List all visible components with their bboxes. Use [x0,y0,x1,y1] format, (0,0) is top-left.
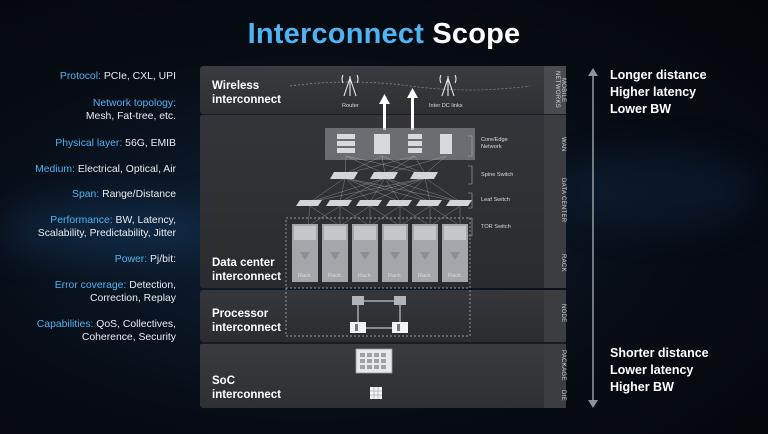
wireless-wave [289,81,531,91]
node-outline [285,288,471,337]
layer-label-wireless: Wireless interconnect [212,80,282,106]
vlabel-wan: WAN [560,136,566,152]
rack-label: Rack [358,273,371,279]
tor-switch-label: TOR Switch [481,224,511,230]
slide-title: Interconnect Scope [0,18,768,51]
core-edge-switch-icon [337,134,452,154]
die-icon [370,387,382,399]
vlabel-rack: RACK [560,254,566,272]
attr-performance-line2: Scalability, Predictability, Jitter [37,228,176,239]
rack-group-outline [285,217,471,289]
right-column [544,115,566,288]
right-column [544,66,566,114]
attr-capabilities-line2: Coherence, Security [81,332,176,343]
layer-label-soc: SoC interconnect [212,375,282,401]
interconnect-stack: Router Inter DC links Core/Edge Network … [200,66,566,408]
attr-network-topology: Network topology: [92,98,176,109]
layer-label-processor: Processor interconnect [212,308,282,334]
core-edge-label-line2: Network [481,144,502,150]
vlabel-package: PACKAGE [560,349,566,381]
attr-capabilities: Capabilities: QoS, Collectives, [36,319,176,330]
leaf-switch-label: Leaf Switch [481,197,510,203]
right-column [544,344,566,408]
rack-label: Rack [298,273,311,279]
metrics-top: Longer distance Higher latency Lower BW [610,68,707,116]
uplink-arrows [379,88,418,130]
attr-network-topology-value: Mesh, Fat-tree, etc. [85,111,176,122]
router-icon [341,74,359,97]
vlabel-die: DIE [560,389,566,401]
inter-dc-links-label: Inter DC links [429,103,463,109]
core-edge-label-line1: Core/Edge [481,137,508,143]
attr-medium: Medium: Electrical, Optical, Air [35,164,176,175]
vlabel-node: NODE [560,303,566,323]
rack-label: Rack [448,273,461,279]
rack-label: Rack [328,273,341,279]
spine-switches [330,172,438,179]
network-diagram [285,74,531,399]
router-label: Router [342,103,359,109]
vlabel-mobile-networks: MOBILE NETWORKS [554,71,566,109]
right-column [544,290,566,342]
attr-power: Power: Pj/bit: [114,254,176,265]
scope-axis-arrow [588,68,598,408]
attr-protocol: Protocol: PCIe, CXL, UPI [59,71,176,82]
rack-label: Rack [388,273,401,279]
leaf-switches [296,200,472,206]
layer-processor [200,290,566,342]
metrics-bottom: Shorter distance Lower latency Higher BW [610,346,709,394]
mesh-links [307,155,461,227]
title-part-1: Interconnect [247,18,425,50]
attr-span: Span: Range/Distance [72,189,176,200]
rack-label: Rack [418,273,431,279]
processor-topology [350,296,408,333]
attr-error-coverage-line2: Correction, Replay [89,293,176,304]
attr-error-coverage: Error coverage: Detection, [54,280,176,291]
vlabel-data-center: DATA CENTER [560,177,566,223]
title-part-2: Scope [432,18,521,50]
layer-label-data-center: Data center interconnect [212,257,282,283]
package-chip-icon [355,348,393,374]
attr-performance: Performance: BW, Latency, [50,215,176,226]
rack-row [292,224,468,282]
inter-dc-antenna-icon [439,74,457,97]
spine-switch-label: Spine Switch [481,172,514,178]
attr-physical-layer: Physical layer: 56G, EMIB [55,138,176,149]
